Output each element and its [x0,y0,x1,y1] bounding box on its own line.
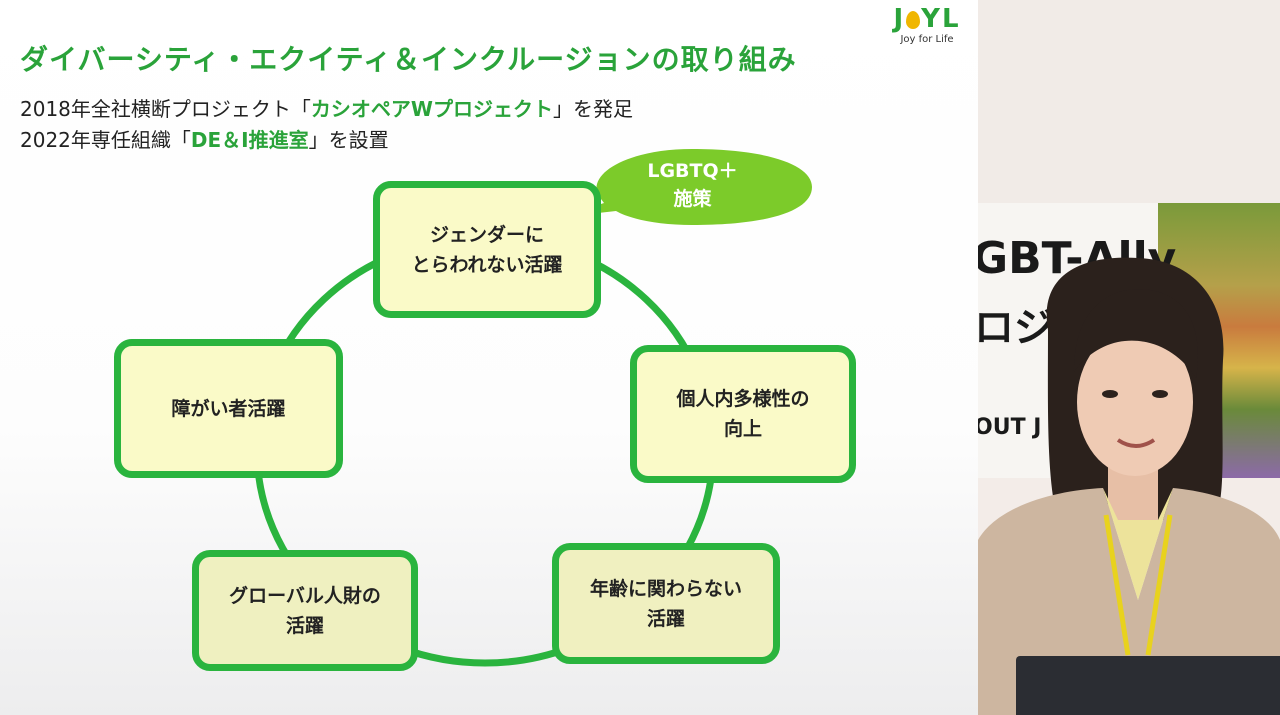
logo-tagline: Joy for Life [900,34,954,45]
subtitle-line-2: 2022年専任組織「DE＆I推進室」を設置 [20,128,389,152]
background-wall [978,0,1280,210]
speaker-video: GBT-Ally ロジェ OUT J [978,0,1280,715]
box-individual-diversity: 個人内多様性の向上 [630,345,856,483]
slide-title: ダイバーシティ・エクイティ＆インクルージョンの取り組み [20,43,797,76]
presentation-slide: ダイバーシティ・エクイティ＆インクルージョンの取り組み 2018年全社横断プロジ… [0,0,978,715]
box-age: 年齢に関わらない活躍 [552,543,780,664]
box-global-talent: グローバル人財の活躍 [192,550,418,671]
drop-icon [906,10,921,29]
box-disability: 障がい者活躍 [114,339,343,478]
bubble-label: LGBTQ＋ 施策 [647,160,738,210]
speaker-figure [978,257,1280,715]
speech-bubble [568,149,812,225]
box-gender: ジェンダーにとらわれない活躍 [373,181,601,318]
project-name: カシオペアWプロジェクト [310,97,553,121]
subtitle-line-1: 2018年全社横断プロジェクト「カシオペアWプロジェクト」を発足 [20,97,633,121]
organization-name: DE＆I推進室 [190,128,309,152]
laptop [1016,656,1280,715]
poster-text-3: OUT J [978,415,1042,440]
